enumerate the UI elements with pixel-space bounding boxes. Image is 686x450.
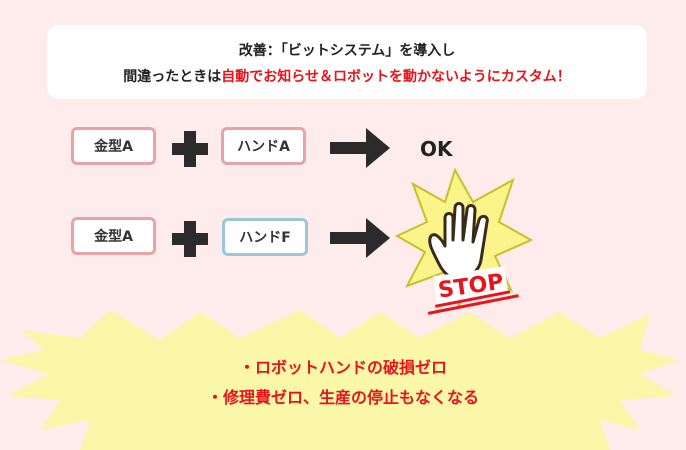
arrow-icon-row1 xyxy=(330,128,390,168)
header-banner: 改善：「ビットシステム」を導入し 間違ったときは自動でお知らせ＆ロボットを動かな… xyxy=(47,25,647,99)
arrow-icon-row2 xyxy=(330,218,390,258)
stop-burst: STOP xyxy=(395,167,534,315)
hand-box-row1: ハンドA xyxy=(221,127,306,165)
header-line-2-highlight: 自動でお知らせ＆ロボットを動かないようにカスタム！ xyxy=(221,69,571,85)
hand-box-row2: ハンドF xyxy=(222,218,308,256)
result-burst-shape xyxy=(0,310,680,450)
header-line-2-prefix: 間違ったときは xyxy=(123,69,222,85)
mold-box-row2: 金型A xyxy=(71,217,156,255)
header-line-2: 間違ったときは自動でお知らせ＆ロボットを動かないようにカスタム！ xyxy=(47,66,647,86)
header-line-1: 改善：「ビットシステム」を導入し xyxy=(238,43,456,59)
mold-box-row1: 金型A xyxy=(71,127,156,165)
result-line-1: ・ロボットハンドの破損ゼロ xyxy=(238,358,447,377)
plus-icon-row2 xyxy=(172,221,208,257)
stop-label: STOP xyxy=(427,266,519,315)
plus-icon-row1 xyxy=(172,131,208,167)
result-line-2: ・修理費ゼロ、生産の停止もなくなる xyxy=(206,388,479,407)
result-ok-text: OK xyxy=(420,137,453,161)
